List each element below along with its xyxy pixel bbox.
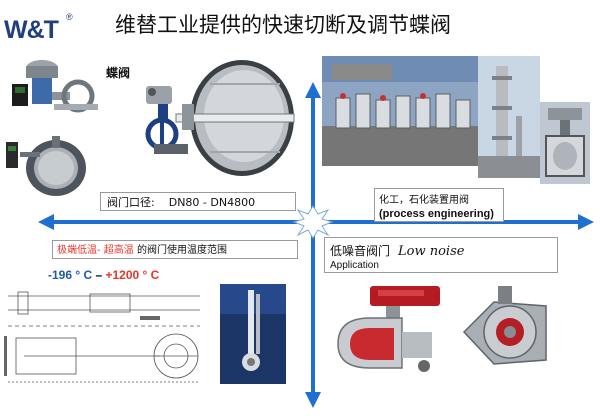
low-noise-valve-red-image bbox=[337, 286, 440, 372]
butterfly-valve-label: 蝶阀 bbox=[106, 66, 131, 80]
actuated-valve-image bbox=[12, 60, 98, 113]
large-butterfly-valve-image bbox=[175, 60, 295, 176]
temp-sep: – bbox=[92, 268, 106, 282]
valve-size-label: 阀门口径: bbox=[107, 196, 155, 209]
process-cn-label: 化工，石化装置用阀 bbox=[379, 195, 469, 206]
low-noise-valve-gray-image bbox=[462, 286, 547, 365]
temperature-rest: 的阀门使用温度范围 bbox=[133, 245, 227, 256]
technical-drawing-image bbox=[0, 286, 210, 396]
cryogenic-valve-photo bbox=[220, 284, 286, 384]
petrochemical-plant-photo bbox=[478, 56, 540, 178]
installed-valves-photo bbox=[322, 56, 478, 166]
low-noise-sub: Application bbox=[330, 260, 379, 271]
process-engineering-box: 化工，石化装置用阀 (process engineering) bbox=[374, 188, 504, 222]
low-noise-box: 低噪音阀门 Low noise Application bbox=[324, 237, 558, 273]
wafer-valve-image bbox=[6, 136, 86, 196]
valve-cutaway-image bbox=[540, 102, 590, 184]
wt-logo: W&T bbox=[4, 16, 59, 44]
center-burst-icon bbox=[292, 205, 334, 239]
temperature-range: -196 ° C – +1200 ° C bbox=[48, 268, 159, 282]
temp-low: -196 ° C bbox=[48, 268, 93, 282]
valve-size-value: DN80 - DN4800 bbox=[168, 196, 256, 209]
registered-mark: ® bbox=[66, 12, 73, 22]
gear-operator-image bbox=[145, 86, 188, 154]
low-noise-cn: 低噪音阀门 bbox=[330, 244, 391, 258]
page-title: 维替工业提供的快速切断及调节蝶阀 bbox=[115, 13, 451, 37]
process-en-label: (process engineering) bbox=[379, 208, 494, 220]
temp-high: +1200 ° C bbox=[105, 268, 160, 282]
temperature-box: 极端低温- 超高温 的阀门使用温度范围 bbox=[52, 240, 298, 259]
low-noise-en: Low noise bbox=[398, 244, 465, 259]
temperature-highlight: 极端低温- 超高温 bbox=[57, 245, 134, 256]
valve-size-box: 阀门口径: DN80 - DN4800 bbox=[100, 192, 296, 211]
